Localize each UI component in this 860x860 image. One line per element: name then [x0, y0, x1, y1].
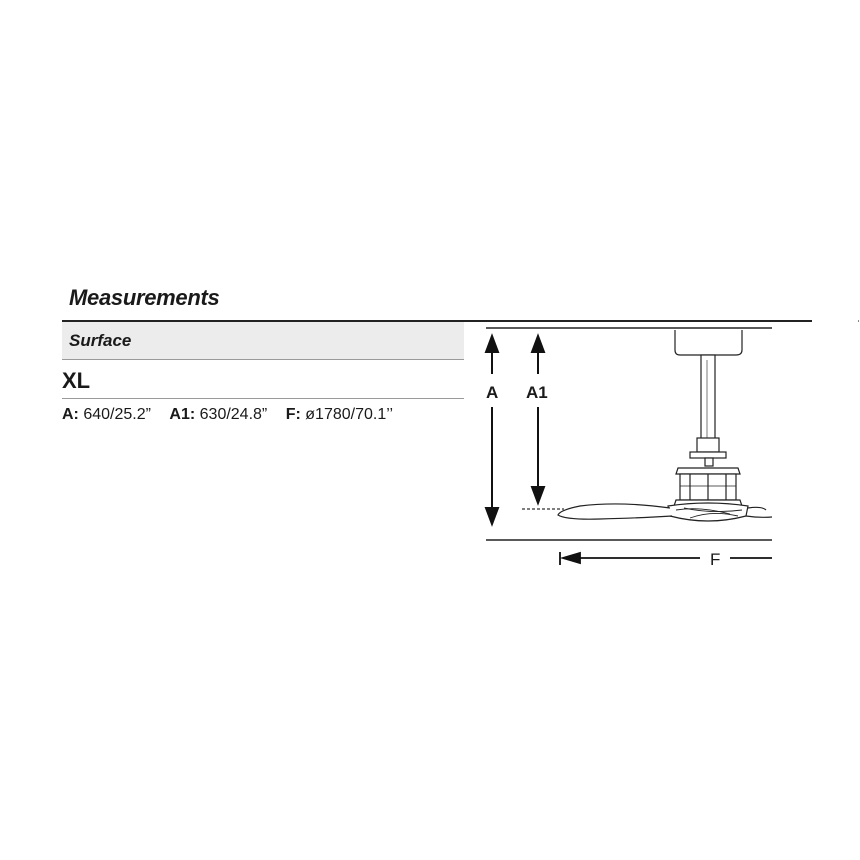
header-divider	[62, 320, 812, 322]
label-a1: A1	[526, 383, 548, 402]
dim-a-value: 640/25.2”	[83, 406, 151, 423]
dim-a1-key: A1:	[169, 406, 196, 423]
mount-type-row: Surface	[62, 322, 464, 360]
page-title: Measurements	[69, 285, 220, 310]
label-f: F	[710, 550, 720, 569]
dim-f-key: F:	[285, 406, 301, 423]
dim-a-key: A:	[62, 406, 79, 423]
size-row: XL	[62, 360, 464, 399]
mount-type-label: Surface	[69, 331, 132, 350]
dimension-a1-arrow	[530, 333, 546, 506]
ceiling-fan-illustration	[557, 330, 773, 522]
dimension-list: A: 640/25.2” A1: 630/24.8” F: ø1780/70.1…	[62, 406, 407, 424]
edge-mark	[858, 320, 859, 322]
size-label: XL	[62, 368, 91, 393]
dim-f-value: ø1780/70.1’’	[305, 406, 394, 423]
dimension-f-arrow	[559, 551, 772, 565]
dimension-a-arrow	[484, 333, 500, 527]
label-a: A	[486, 383, 498, 402]
dim-a1-value: 630/24.8”	[199, 406, 268, 423]
